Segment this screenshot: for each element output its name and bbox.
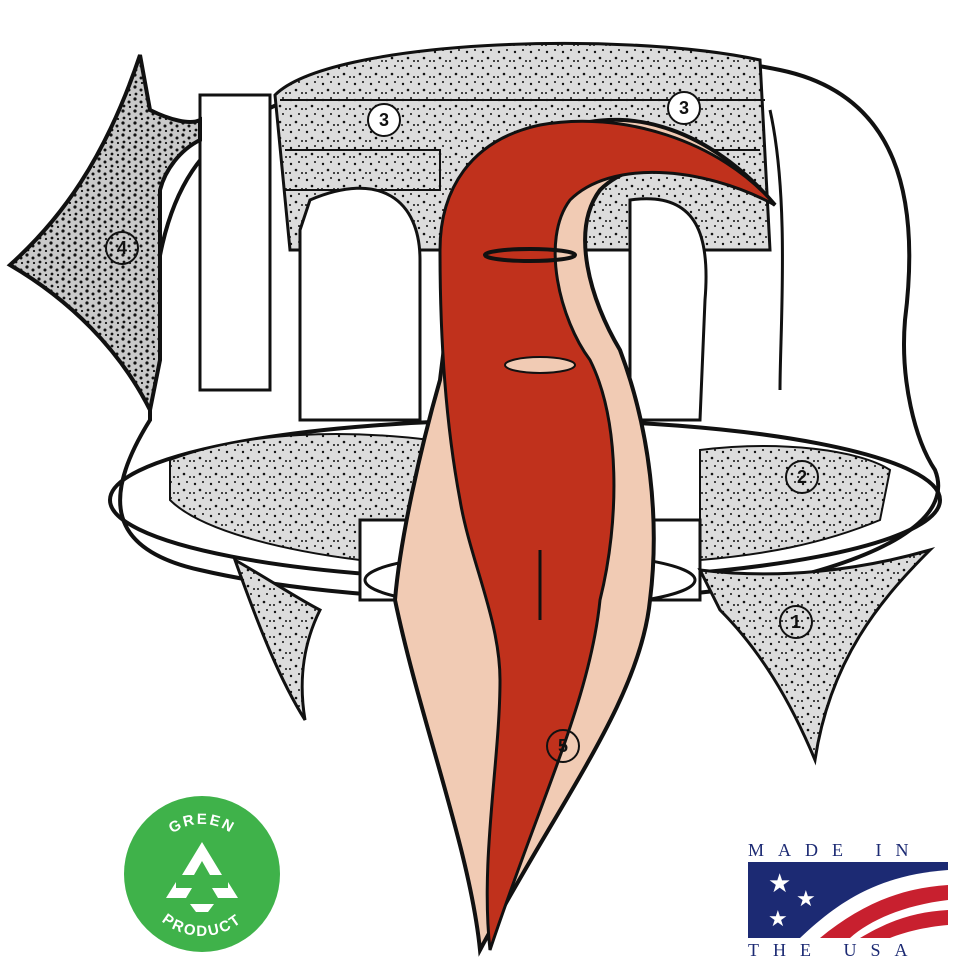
callout-3-left: 3 — [368, 104, 400, 136]
green-product-badge: GREEN PRODUCT — [124, 796, 280, 952]
callout-3-left-label: 3 — [379, 110, 389, 130]
made-in-usa-badge: MADE IN ★ ★ ★ THE USA — [748, 840, 948, 959]
callout-3-right: 3 — [668, 92, 700, 124]
callout-4-label: 4 — [117, 238, 127, 258]
callout-5-label: 5 — [558, 736, 568, 756]
usa-top-text: MADE IN — [748, 840, 923, 860]
svg-text:★: ★ — [768, 907, 788, 932]
svg-text:★: ★ — [796, 887, 816, 912]
usa-bottom-text: THE USA — [748, 940, 922, 959]
svg-text:★: ★ — [768, 869, 791, 899]
callout-2-label: 2 — [797, 467, 807, 487]
callout-1-label: 1 — [791, 612, 801, 632]
callout-3-right-label: 3 — [679, 98, 689, 118]
us-flag-icon: ★ ★ ★ — [748, 862, 948, 938]
